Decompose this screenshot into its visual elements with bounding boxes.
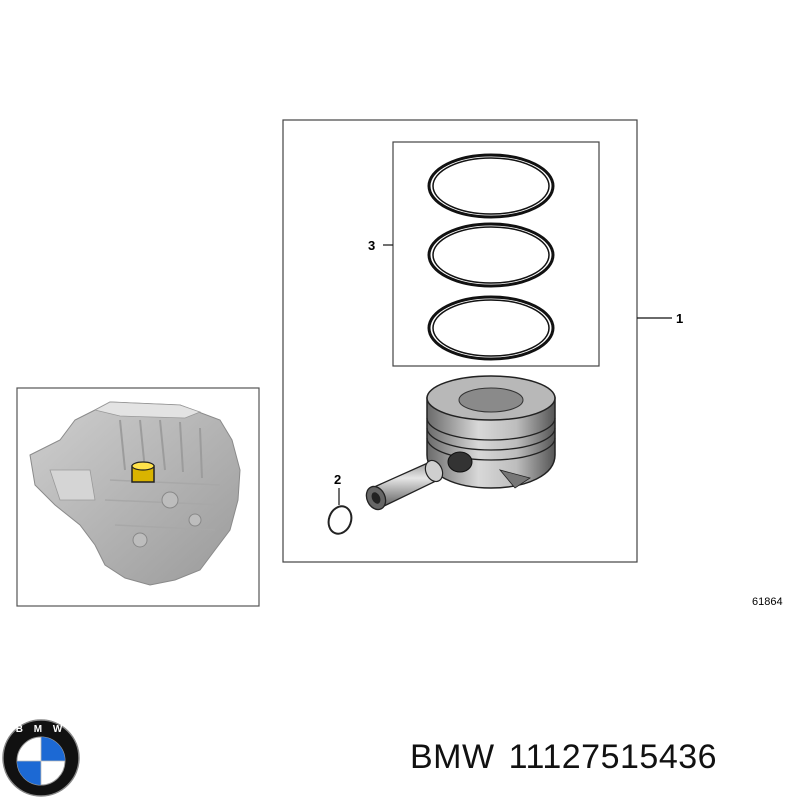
- ring-set-frame: [392, 141, 600, 367]
- part-number: 11127515436: [508, 738, 718, 776]
- diagram-reference-number: 61864: [752, 596, 783, 608]
- svg-text:B M W: B M W: [16, 724, 67, 735]
- callout-2: 2: [334, 472, 341, 487]
- piston-ring-icon: [427, 153, 555, 361]
- callout-1: 1: [676, 311, 683, 326]
- bmw-logo-icon: B M W: [2, 719, 80, 797]
- engine-icon: [29, 401, 241, 586]
- part-caption: BMW 11127515436: [410, 738, 795, 777]
- brand-name: BMW: [410, 738, 495, 776]
- engine-inset: [16, 387, 260, 607]
- callout-3: 3: [368, 238, 375, 253]
- piston-icon: [426, 375, 556, 489]
- circlip-icon: [327, 505, 353, 535]
- assembly-frame: [282, 119, 638, 563]
- piston-pin-icon: [365, 459, 444, 511]
